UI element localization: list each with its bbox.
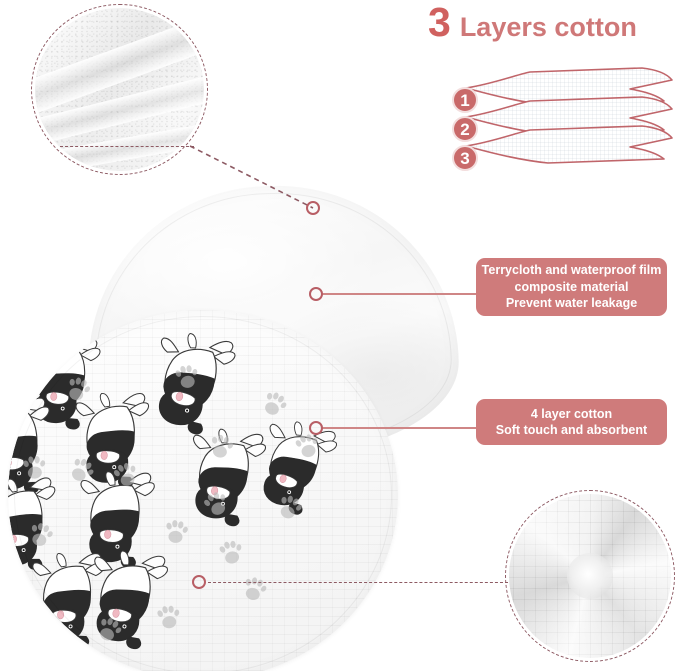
connector-terrycloth-horizontal [60,146,194,147]
page-title-text: Layers cotton [459,12,637,42]
layers-diagram-svg [465,67,673,164]
callout-waterproof-line-2: composite material [514,279,629,294]
muslin-swirl-core [567,553,613,599]
connector-waterproof-line [322,293,478,295]
layer-badge-2: 2 [452,116,478,142]
connector-terrycloth-diagonal [189,145,314,209]
dog-motif-group [8,325,341,653]
inset-terrycloth-closeup [31,4,208,175]
layer-shape-2 [465,96,673,135]
layer-count-number: 3 [428,0,451,45]
connector-muslin-line [208,582,508,583]
product-patterned-towel [8,310,398,671]
layer-badge-3: 3 [452,145,478,171]
layer-shape-1 [465,67,673,106]
marker-terrycloth-inset [306,201,320,215]
callout-waterproof-line-1: Terrycloth and waterproof film [481,263,662,278]
patterned-towel-print [8,310,398,671]
callout-waterproof: Terrycloth and waterproof film composite… [476,258,667,316]
callout-cotton-line-1: 4 layer cotton [530,406,613,421]
connector-cotton-line [322,427,478,429]
inset-muslin-image [509,494,671,658]
dog-print-svg [8,325,341,653]
layers-diagram: 1 2 3 [452,62,674,174]
callout-cotton: 4 layer cotton Soft touch and absorbent [476,399,667,445]
layer-badge-1: 1 [452,87,478,113]
marker-muslin-inset [192,575,206,589]
marker-waterproof [309,287,323,301]
page-title: 3 Layers cotton [428,2,637,43]
marker-cotton [309,421,323,435]
layer-shape-3 [465,125,673,164]
inset-terrycloth-image [35,8,204,171]
inset-muslin-closeup [505,490,675,662]
callout-waterproof-line-3: Prevent water leakage [505,296,638,311]
callout-cotton-line-2: Soft touch and absorbent [495,423,648,437]
